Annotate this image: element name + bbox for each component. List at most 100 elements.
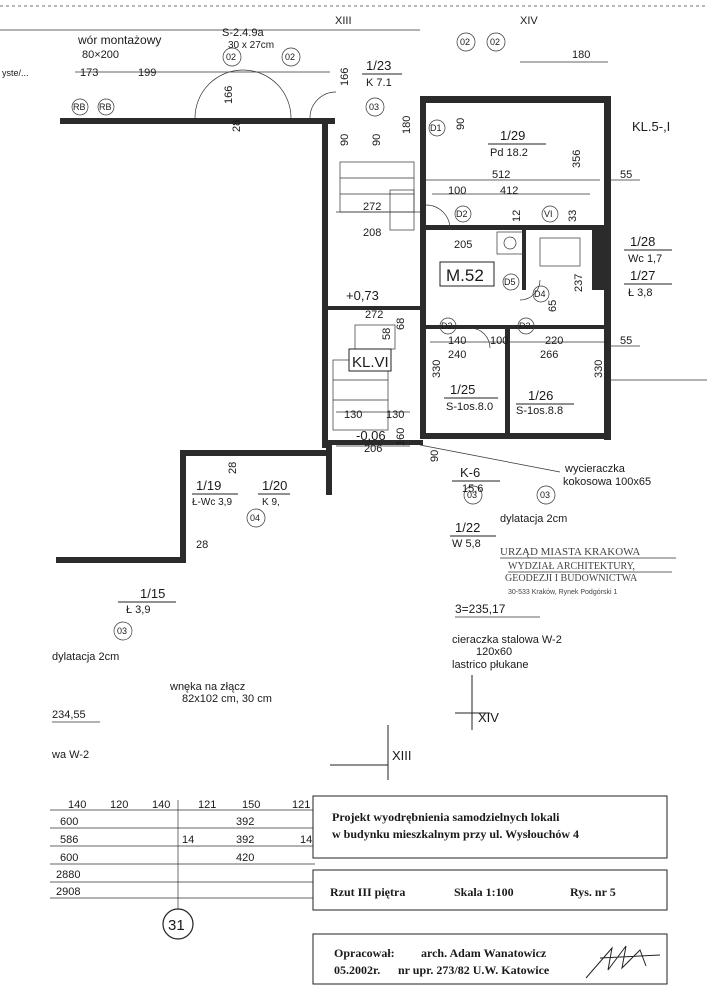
room-1-20-number: 1/20 [262, 478, 287, 493]
window-dims: 30 x 27cm [228, 40, 274, 51]
svg-text:121: 121 [198, 799, 216, 811]
mount-opening-label: wór montażowy [77, 33, 161, 47]
svg-text:121: 121 [292, 799, 310, 811]
svg-text:wnęka na złącz: wnęka na złącz [169, 681, 245, 693]
drawing-title: Rzut III piętra [330, 885, 405, 899]
svg-text:RB: RB [99, 102, 112, 112]
stair-label: KL.5-,I [632, 119, 670, 134]
svg-text:206: 206 [364, 443, 382, 455]
svg-text:28: 28 [227, 462, 239, 474]
project-title-box [312, 795, 668, 859]
project-title-line-2: w budynku mieszkalnym przy ul. Wysłouchó… [332, 827, 579, 841]
svg-text:180: 180 [572, 49, 590, 61]
svg-text:140: 140 [152, 799, 170, 811]
level-mark-lower: -0,06 [356, 428, 386, 443]
svg-text:150: 150 [242, 799, 260, 811]
svg-text:600: 600 [60, 852, 78, 864]
section-markers: XIV XIII [330, 675, 499, 780]
svg-text:140: 140 [448, 335, 466, 347]
svg-text:82x102 cm, 30 cm: 82x102 cm, 30 cm [182, 693, 272, 705]
room-1-27-number: 1/27 [630, 268, 655, 283]
svg-text:02: 02 [285, 52, 295, 62]
svg-text:90: 90 [455, 118, 467, 130]
svg-text:272: 272 [363, 201, 381, 213]
svg-text:2908: 2908 [56, 886, 80, 898]
svg-text:420: 420 [236, 852, 254, 864]
reference-markers: 02 02 02 02 03 03 03 03 04 RB RB D2 D2 D… [71, 32, 559, 641]
room-1-15-number: 1/15 [140, 586, 165, 601]
svg-text:412: 412 [500, 185, 518, 197]
svg-text:240: 240 [448, 349, 466, 361]
axis-xiii-section: XIII [392, 748, 412, 763]
room-1-19-number: 1/19 [196, 478, 221, 493]
svg-text:392: 392 [236, 816, 254, 828]
svg-text:120: 120 [110, 799, 128, 811]
svg-text:90: 90 [339, 134, 351, 146]
svg-text:dylatacja 2cm: dylatacja 2cm [52, 651, 119, 663]
svg-text:02: 02 [226, 52, 236, 62]
svg-text:D5: D5 [504, 277, 516, 287]
svg-text:173: 173 [80, 67, 98, 79]
room-1-20-use: K 9, [262, 497, 280, 508]
svg-text:12: 12 [511, 210, 523, 222]
room-1-25-use: S-1os.8.0 [446, 401, 493, 413]
svg-text:WYDZIAŁ ARCHITEKTURY,: WYDZIAŁ ARCHITEKTURY, [508, 561, 635, 572]
svg-text:130: 130 [344, 409, 362, 421]
svg-text:58: 58 [381, 328, 393, 340]
room-1-22-use: W 5,8 [452, 538, 481, 550]
svg-text:65: 65 [547, 300, 559, 312]
svg-text:180: 180 [401, 116, 413, 134]
svg-text:330: 330 [593, 360, 605, 378]
svg-text:199: 199 [138, 67, 156, 79]
svg-text:dylatacja 2cm: dylatacja 2cm [500, 513, 567, 525]
svg-text:90: 90 [429, 450, 441, 462]
room-1-26-use: S-1os.8.8 [516, 405, 563, 417]
svg-text:D2: D2 [456, 209, 468, 219]
svg-text:2880: 2880 [56, 869, 80, 881]
room-1-22-number: 1/22 [455, 520, 480, 535]
svg-text:600: 600 [60, 816, 78, 828]
room-1-29-number: 1/29 [500, 128, 525, 143]
prepared-by-label: Opracował: [334, 946, 395, 960]
dimension-values: 173 199 180 166 166 28 90 90 90 180 512 … [80, 49, 632, 551]
drawing-info-box [312, 869, 668, 911]
svg-text:512: 512 [492, 169, 510, 181]
drawing-scale: Skala 1:100 [454, 885, 514, 899]
prepared-date: 05.2002r. [334, 963, 380, 977]
title-block: Projekt wyodrębnienia samodzielnych loka… [312, 795, 668, 985]
svg-text:02: 02 [490, 37, 500, 47]
room-1-23-number: 1/23 [366, 58, 391, 73]
svg-text:55: 55 [620, 335, 632, 347]
svg-text:14: 14 [300, 834, 312, 846]
svg-text:28: 28 [231, 120, 243, 132]
svg-text:URZĄD MIASTA KRAKOWA: URZĄD MIASTA KRAKOWA [500, 546, 640, 558]
svg-text:68: 68 [395, 318, 407, 330]
svg-text:234,55: 234,55 [52, 709, 86, 721]
unit-label-box [439, 261, 495, 287]
svg-text:356: 356 [571, 150, 583, 168]
unit-number: M.52 [446, 266, 484, 285]
svg-text:166: 166 [339, 68, 351, 86]
stair-kl-vi: KL.VI [352, 354, 389, 371]
svg-text:55: 55 [620, 169, 632, 181]
svg-text:03: 03 [369, 102, 379, 112]
room-1-28-number: 1/28 [630, 234, 655, 249]
room-labels: 1/23 K 7.1 1/29 Pd 18.2 KL.5-,I 1/28 Wc … [118, 58, 672, 616]
room-1-19-use: Ł-Wc 3,9 [192, 497, 232, 508]
author-box [312, 933, 668, 985]
building-walls [56, 96, 611, 563]
svg-text:3=235,17: 3=235,17 [455, 602, 506, 616]
svg-text:205: 205 [454, 239, 472, 251]
svg-text:D1: D1 [430, 123, 442, 133]
svg-text:wa W-2: wa W-2 [51, 749, 89, 761]
svg-text:33: 33 [567, 210, 579, 222]
room-1-29-use: Pd 18.2 [490, 147, 528, 159]
dimension-lines [75, 61, 707, 447]
svg-text:VI: VI [544, 209, 553, 219]
room-1-25-number: 1/25 [450, 382, 475, 397]
svg-text:lastrico płukane: lastrico płukane [452, 659, 528, 671]
svg-text:RB: RB [73, 102, 86, 112]
office-stamp: URZĄD MIASTA KRAKOWA WYDZIAŁ ARCHITEKTUR… [500, 546, 676, 596]
svg-text:208: 208 [363, 227, 381, 239]
svg-text:100: 100 [448, 185, 466, 197]
